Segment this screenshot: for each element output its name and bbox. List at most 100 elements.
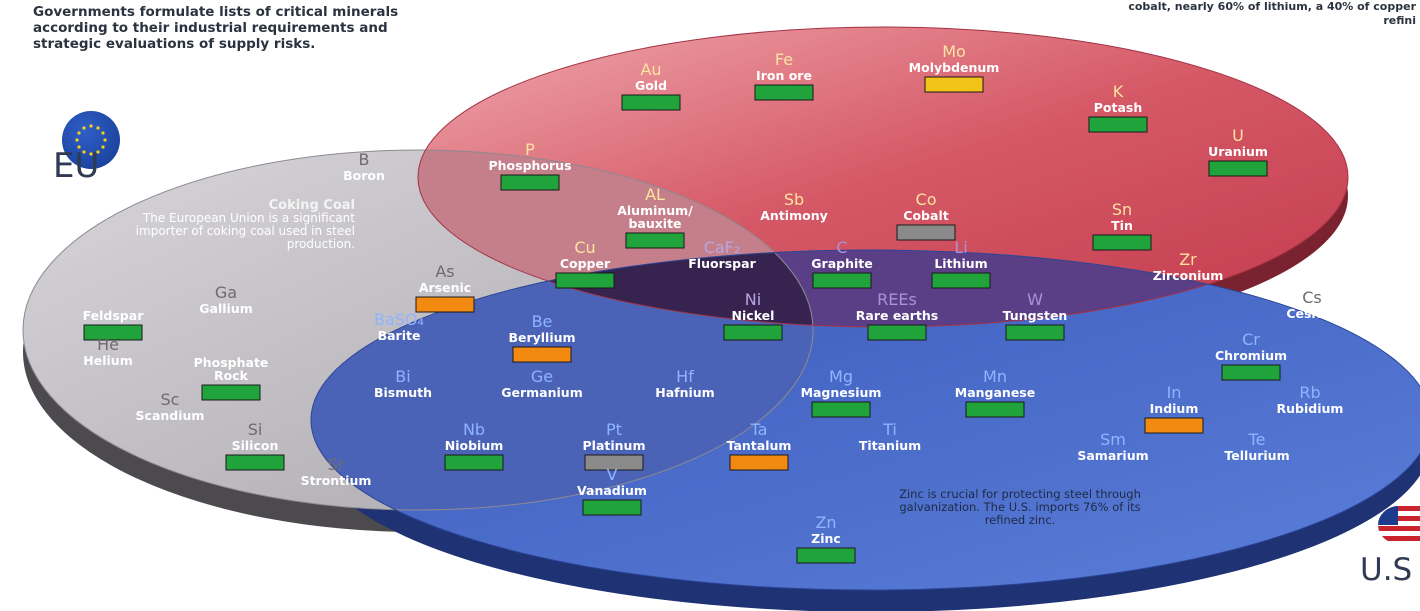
mineral-symbol: Cu xyxy=(574,238,595,257)
status-bar-gray xyxy=(896,224,956,241)
status-bar-green xyxy=(621,94,681,111)
coking-coal-text: The European Union is a significant impo… xyxy=(135,211,355,251)
mineral-symbol: C xyxy=(836,238,847,257)
mineral-name: Silicon xyxy=(232,438,279,453)
mineral-symbol: In xyxy=(1167,383,1182,402)
mineral-name: Beryllium xyxy=(508,330,575,345)
mineral-symbol: Te xyxy=(1248,430,1266,449)
mineral-symbol: Fe xyxy=(775,50,793,69)
mineral-name: Potash xyxy=(1094,100,1143,115)
status-bar-orange xyxy=(1144,417,1204,434)
status-bar-green xyxy=(444,454,504,471)
mineral-name: Germanium xyxy=(501,385,582,400)
mineral-symbol: Pt xyxy=(606,420,622,439)
mineral-name: Phosphorus xyxy=(488,158,571,173)
mineral-symbol: Zr xyxy=(1179,250,1197,269)
mineral-symbol: W xyxy=(1027,290,1043,309)
status-bar-green xyxy=(723,324,783,341)
mineral-symbol: BaSO₄ xyxy=(374,310,424,329)
mineral-symbol: Nb xyxy=(463,420,485,439)
status-bar-green xyxy=(582,499,642,516)
mineral-name: Zinc xyxy=(811,531,841,546)
mineral-name: Samarium xyxy=(1077,448,1148,463)
status-bar-green xyxy=(555,272,615,289)
status-bar-green xyxy=(796,547,856,564)
mineral-name: Hafnium xyxy=(655,385,714,400)
mineral-name: Magnesium xyxy=(801,385,882,400)
mineral-symbol: K xyxy=(1113,82,1124,101)
status-bar-green xyxy=(1005,324,1065,341)
mineral-symbol: Ni xyxy=(745,290,761,309)
mineral-name: Barite xyxy=(378,328,421,343)
mineral-symbol: Co xyxy=(916,190,937,209)
status-bar-green xyxy=(225,454,285,471)
status-bar-green xyxy=(1092,234,1152,251)
mineral-feldspar: Feldspar xyxy=(83,308,144,341)
mineral-symbol: CaF₂ xyxy=(704,238,741,257)
mineral-symbol: Cr xyxy=(1242,330,1260,349)
mineral-symbol: Zn xyxy=(815,513,836,532)
status-bar-orange xyxy=(729,454,789,471)
status-bar-green xyxy=(867,324,927,341)
mineral-name: Rock xyxy=(214,368,249,383)
coking-coal-title: Coking Coal xyxy=(268,198,355,213)
mineral-symbol: He xyxy=(97,335,119,354)
mineral-symbol: Mn xyxy=(983,367,1007,386)
status-bar-green xyxy=(811,401,871,418)
mineral-name: Strontium xyxy=(301,473,372,488)
mineral-name: Chromium xyxy=(1215,348,1287,363)
status-bar-green xyxy=(500,174,560,191)
mineral-name: Titanium xyxy=(859,438,921,453)
status-bar-green xyxy=(754,84,814,101)
mineral-name: Rare earths xyxy=(856,308,938,323)
mineral-name: Boron xyxy=(343,168,385,183)
us-flag-icon xyxy=(1378,506,1420,544)
eu-label: EU xyxy=(53,146,100,186)
mineral-symbol: Be xyxy=(532,312,553,331)
mineral-symbol: B xyxy=(359,150,370,169)
mineral-symbol: Hf xyxy=(676,367,694,386)
mineral-symbol: Sr xyxy=(328,455,345,474)
status-bar-green xyxy=(625,232,685,249)
mineral-symbol: Ge xyxy=(531,367,553,386)
mineral-name: Copper xyxy=(560,256,611,271)
mineral-symbol: Mg xyxy=(829,367,853,386)
mineral-name: Zirconium xyxy=(1153,268,1224,283)
status-bar-yellow xyxy=(924,76,984,93)
status-bar-green xyxy=(1221,364,1281,381)
mineral-name: Graphite xyxy=(811,256,872,271)
mineral-name: Tungsten xyxy=(1003,308,1068,323)
mineral-symbol: P xyxy=(525,140,535,159)
mineral-name: Platinum xyxy=(583,438,646,453)
mineral-name: Aluminum/ xyxy=(617,203,693,218)
mineral-symbol: U xyxy=(1232,126,1244,145)
mineral-name: Bismuth xyxy=(374,385,432,400)
mineral-name: Cesium xyxy=(1286,306,1337,321)
mineral-name: Tantalum xyxy=(727,438,792,453)
eu-top-overlap xyxy=(418,150,813,327)
